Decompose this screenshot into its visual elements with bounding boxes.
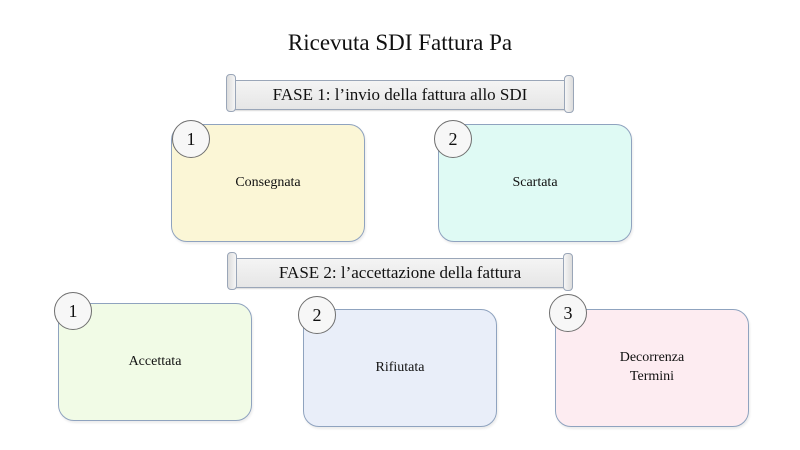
phase1-badge-1: 1 xyxy=(172,120,210,158)
phase2-label: FASE 2: l’accettazione della fattura xyxy=(278,263,522,282)
phase1-box-label: Consegnata xyxy=(235,174,301,190)
phase2-box-label: Accettata xyxy=(128,353,182,369)
phase1-label: FASE 1: l’invio della fattura allo SDI xyxy=(272,85,528,104)
diagram-title: Ricevuta SDI Fattura Pa xyxy=(287,30,513,55)
phase2-box-decorrenza-termini: Decorrenza Termini xyxy=(555,309,749,427)
phase2-badge-1: 1 xyxy=(54,292,92,330)
phase1-banner: FASE 1: l’invio della fattura allo SDI xyxy=(226,74,574,113)
phase2-box-rifiutata: Rifiutata xyxy=(303,309,497,427)
phase2-banner: FASE 2: l’accettazione della fattura xyxy=(227,252,573,291)
phase2-box-accettata: Accettata xyxy=(58,303,252,421)
phase1-box-label: Scartata xyxy=(512,174,558,190)
phase2-badge-2: 2 xyxy=(298,296,336,334)
phase2-box-label: Decorrenza Termini xyxy=(619,350,685,384)
phase2-badge-3: 3 xyxy=(549,294,587,332)
phase2-box-label: Rifiutata xyxy=(375,359,425,375)
phase1-badge-2: 2 xyxy=(434,120,472,158)
